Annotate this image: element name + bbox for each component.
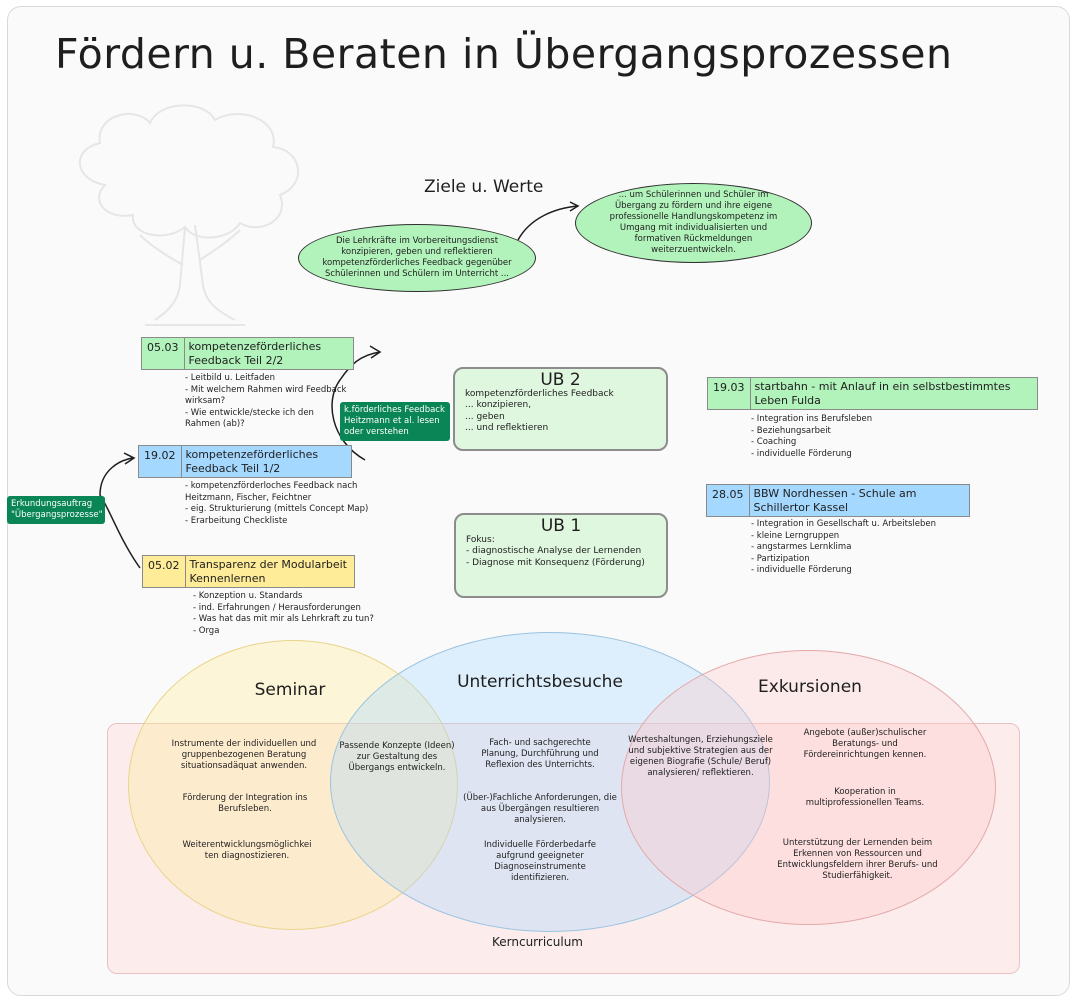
tree-icon: [79, 104, 299, 326]
feedback-arrow: [331, 351, 381, 461]
session-box-1902: 19.02 kompetenzeförderliches Feedback Te…: [138, 445, 352, 478]
exkursionen-item: Angebote (außer)schulischer Beratungs- u…: [803, 728, 927, 760]
bullet-item: - Integration ins Berufsleben: [751, 414, 873, 424]
unterricht-item: Fach- und sachgerechte Planung, Durchfüh…: [481, 738, 599, 770]
bullet-item: - Was hat das mit mir als Lehrkraft zu t…: [193, 614, 374, 624]
feedback-reading-tag: k.förderliches Feedback Heitzmann et al.…: [340, 402, 450, 441]
unterricht-item: Individuelle Förderbedarfe aufgrund geei…: [484, 840, 596, 883]
erkundungsauftrag-tag: Erkundungsauftrag "Übergangsprozesse": [7, 496, 105, 524]
session-date: 05.02: [143, 556, 186, 587]
ub2-line: ... geben: [465, 411, 505, 422]
ub2-line: ... konzipieren,: [465, 400, 532, 410]
ub1-line: - Diagnose mit Konsequenz (Förderung): [466, 557, 645, 568]
unterricht-item: (Über-)Fachliche Anforderungen, die aus …: [463, 793, 617, 825]
ziele-right-ellipse: ... um Schülerinnen und Schüler im Überg…: [575, 183, 812, 263]
bullet-item: - Mit welchem Rahmen wird Feedback: [185, 384, 347, 395]
ziele-left-ellipse: Die Lehrkräfte im Vorbereitungsdienst ko…: [298, 224, 536, 292]
ziele-heading: Ziele u. Werte: [424, 177, 544, 197]
exkursionen-item: Unterstützung der Lernenden beim Erkenne…: [777, 838, 938, 881]
session-date: 19.03: [708, 378, 751, 409]
bullet-item: - Wie entwickle/stecke ich den: [185, 407, 314, 418]
session-box-0502: 05.02 Transparenz der Modularbeit Kennen…: [142, 555, 355, 588]
session-box-2805: 28.05 BBW Nordhessen - Schule am Schille…: [706, 484, 970, 517]
unterrichtsbesuche-title: Unterrichtsbesuche: [457, 672, 623, 692]
overlap-seminar-unterricht: Passende Konzepte (Ideen) zur Gestaltung…: [339, 741, 455, 773]
bullet-item: - eig. Strukturierung (mittels Concept M…: [185, 504, 369, 514]
session-bullets-1902: - kompetenzförderloches Feedback nach He…: [185, 481, 368, 527]
bullet-item: - Konzeption u. Standards: [193, 591, 303, 601]
erkundung-arrow: [99, 457, 141, 569]
bullet-item: - individuelle Förderung: [751, 565, 852, 575]
bullet-item: - Coaching: [751, 437, 797, 447]
exkursionen-title: Exkursionen: [758, 677, 862, 697]
bullet-item: - Erarbeitung Checkliste: [185, 515, 288, 526]
seminar-title: Seminar: [254, 680, 326, 700]
ziele-right-text: ... um Schülerinnen und Schüler im Überg…: [609, 190, 778, 255]
session-title: kompetenzeförderliches Feedback Teil 1/2: [185, 448, 319, 475]
ub2-box: UB 2 kompetenzförderliches Feedback ... …: [453, 367, 668, 451]
session-bullets-1903: - Integration ins Berufsleben - Beziehun…: [751, 414, 872, 460]
bullet-item: - angstarmes Lernklima: [751, 542, 852, 552]
page-title: Fördern u. Beraten in Übergangsprozessen: [55, 30, 953, 78]
seminar-item: Weiterentwicklungsmöglichkei ten diagnos…: [182, 840, 312, 861]
bullet-item: - kleine Lerngruppen: [751, 530, 840, 541]
kerncurriculum-label: Kerncurriculum: [491, 935, 583, 949]
ziele-left-text: Die Lehrkräfte im Vorbereitungsdienst ko…: [322, 236, 512, 279]
ub1-box: UB 1 Fokus: - diagnostische Analyse der …: [454, 513, 668, 598]
session-title: startbahn - mit Anlauf in ein selbstbest…: [754, 380, 1011, 407]
exkursionen-item: Kooperation in multiprofessionellen Team…: [805, 787, 925, 808]
session-date: 05.03: [142, 338, 185, 369]
session-title: kompetenzeförderliches Feedback Teil 2/2: [188, 340, 322, 367]
ub1-line: Fokus:: [466, 534, 495, 545]
session-box-0503: 05.03 kompetenzeförderliches Feedback Te…: [141, 337, 354, 370]
bullet-item: - ind. Erfahrungen / Herausforderungen: [193, 602, 361, 613]
session-bullets-0503: - Leitbild u. Leitfaden - Mit welchem Ra…: [185, 373, 346, 431]
bullet-item: - Leitbild u. Leitfaden: [185, 373, 276, 383]
bullet-item: Rahmen (ab)?: [185, 419, 245, 429]
bullet-item: - Orga: [193, 625, 220, 636]
bullet-item: Heitzmann, Fischer, Feichtner: [185, 492, 312, 503]
ub2-line: ... und reflektieren: [465, 423, 549, 433]
ub1-title: UB 1: [540, 516, 582, 536]
session-bullets-2805: - Integration in Gesellschaft u. Arbeits…: [751, 519, 936, 577]
overlap-unterricht-exkursion: Werteshaltungen, Erziehungsziele und sub…: [628, 735, 773, 778]
ub2-title: UB 2: [540, 370, 581, 390]
bullet-item: wirksam?: [185, 396, 226, 406]
ziele-arrow: [517, 205, 579, 241]
ub1-line: - diagnostische Analyse der Lernenden: [466, 546, 642, 556]
bullet-item: - kompetenzförderloches Feedback nach: [185, 481, 358, 491]
session-box-1903: 19.03 startbahn - mit Anlauf in ein selb…: [707, 377, 1038, 410]
seminar-item: Instrumente der individuellen und gruppe…: [171, 739, 317, 771]
session-date: 28.05: [707, 485, 750, 516]
session-bullets-0502: - Konzeption u. Standards - ind. Erfahru…: [193, 591, 374, 637]
ub2-line: kompetenzförderliches Feedback: [465, 388, 614, 399]
bullet-item: - Integration in Gesellschaft u. Arbeits…: [751, 519, 936, 529]
seminar-item: Förderung der Integration ins Berufslebe…: [182, 793, 308, 814]
session-date: 19.02: [139, 446, 182, 477]
bullet-item: - individuelle Förderung: [751, 448, 852, 459]
bullet-item: - Partizipation: [751, 553, 810, 564]
session-title: BBW Nordhessen - Schule am Schillertor K…: [753, 487, 917, 514]
session-title: Transparenz der Modularbeit Kennenlernen: [189, 558, 347, 585]
exkursionen-circle: [621, 650, 996, 925]
bullet-item: - Beziehungsarbeit: [751, 425, 831, 436]
